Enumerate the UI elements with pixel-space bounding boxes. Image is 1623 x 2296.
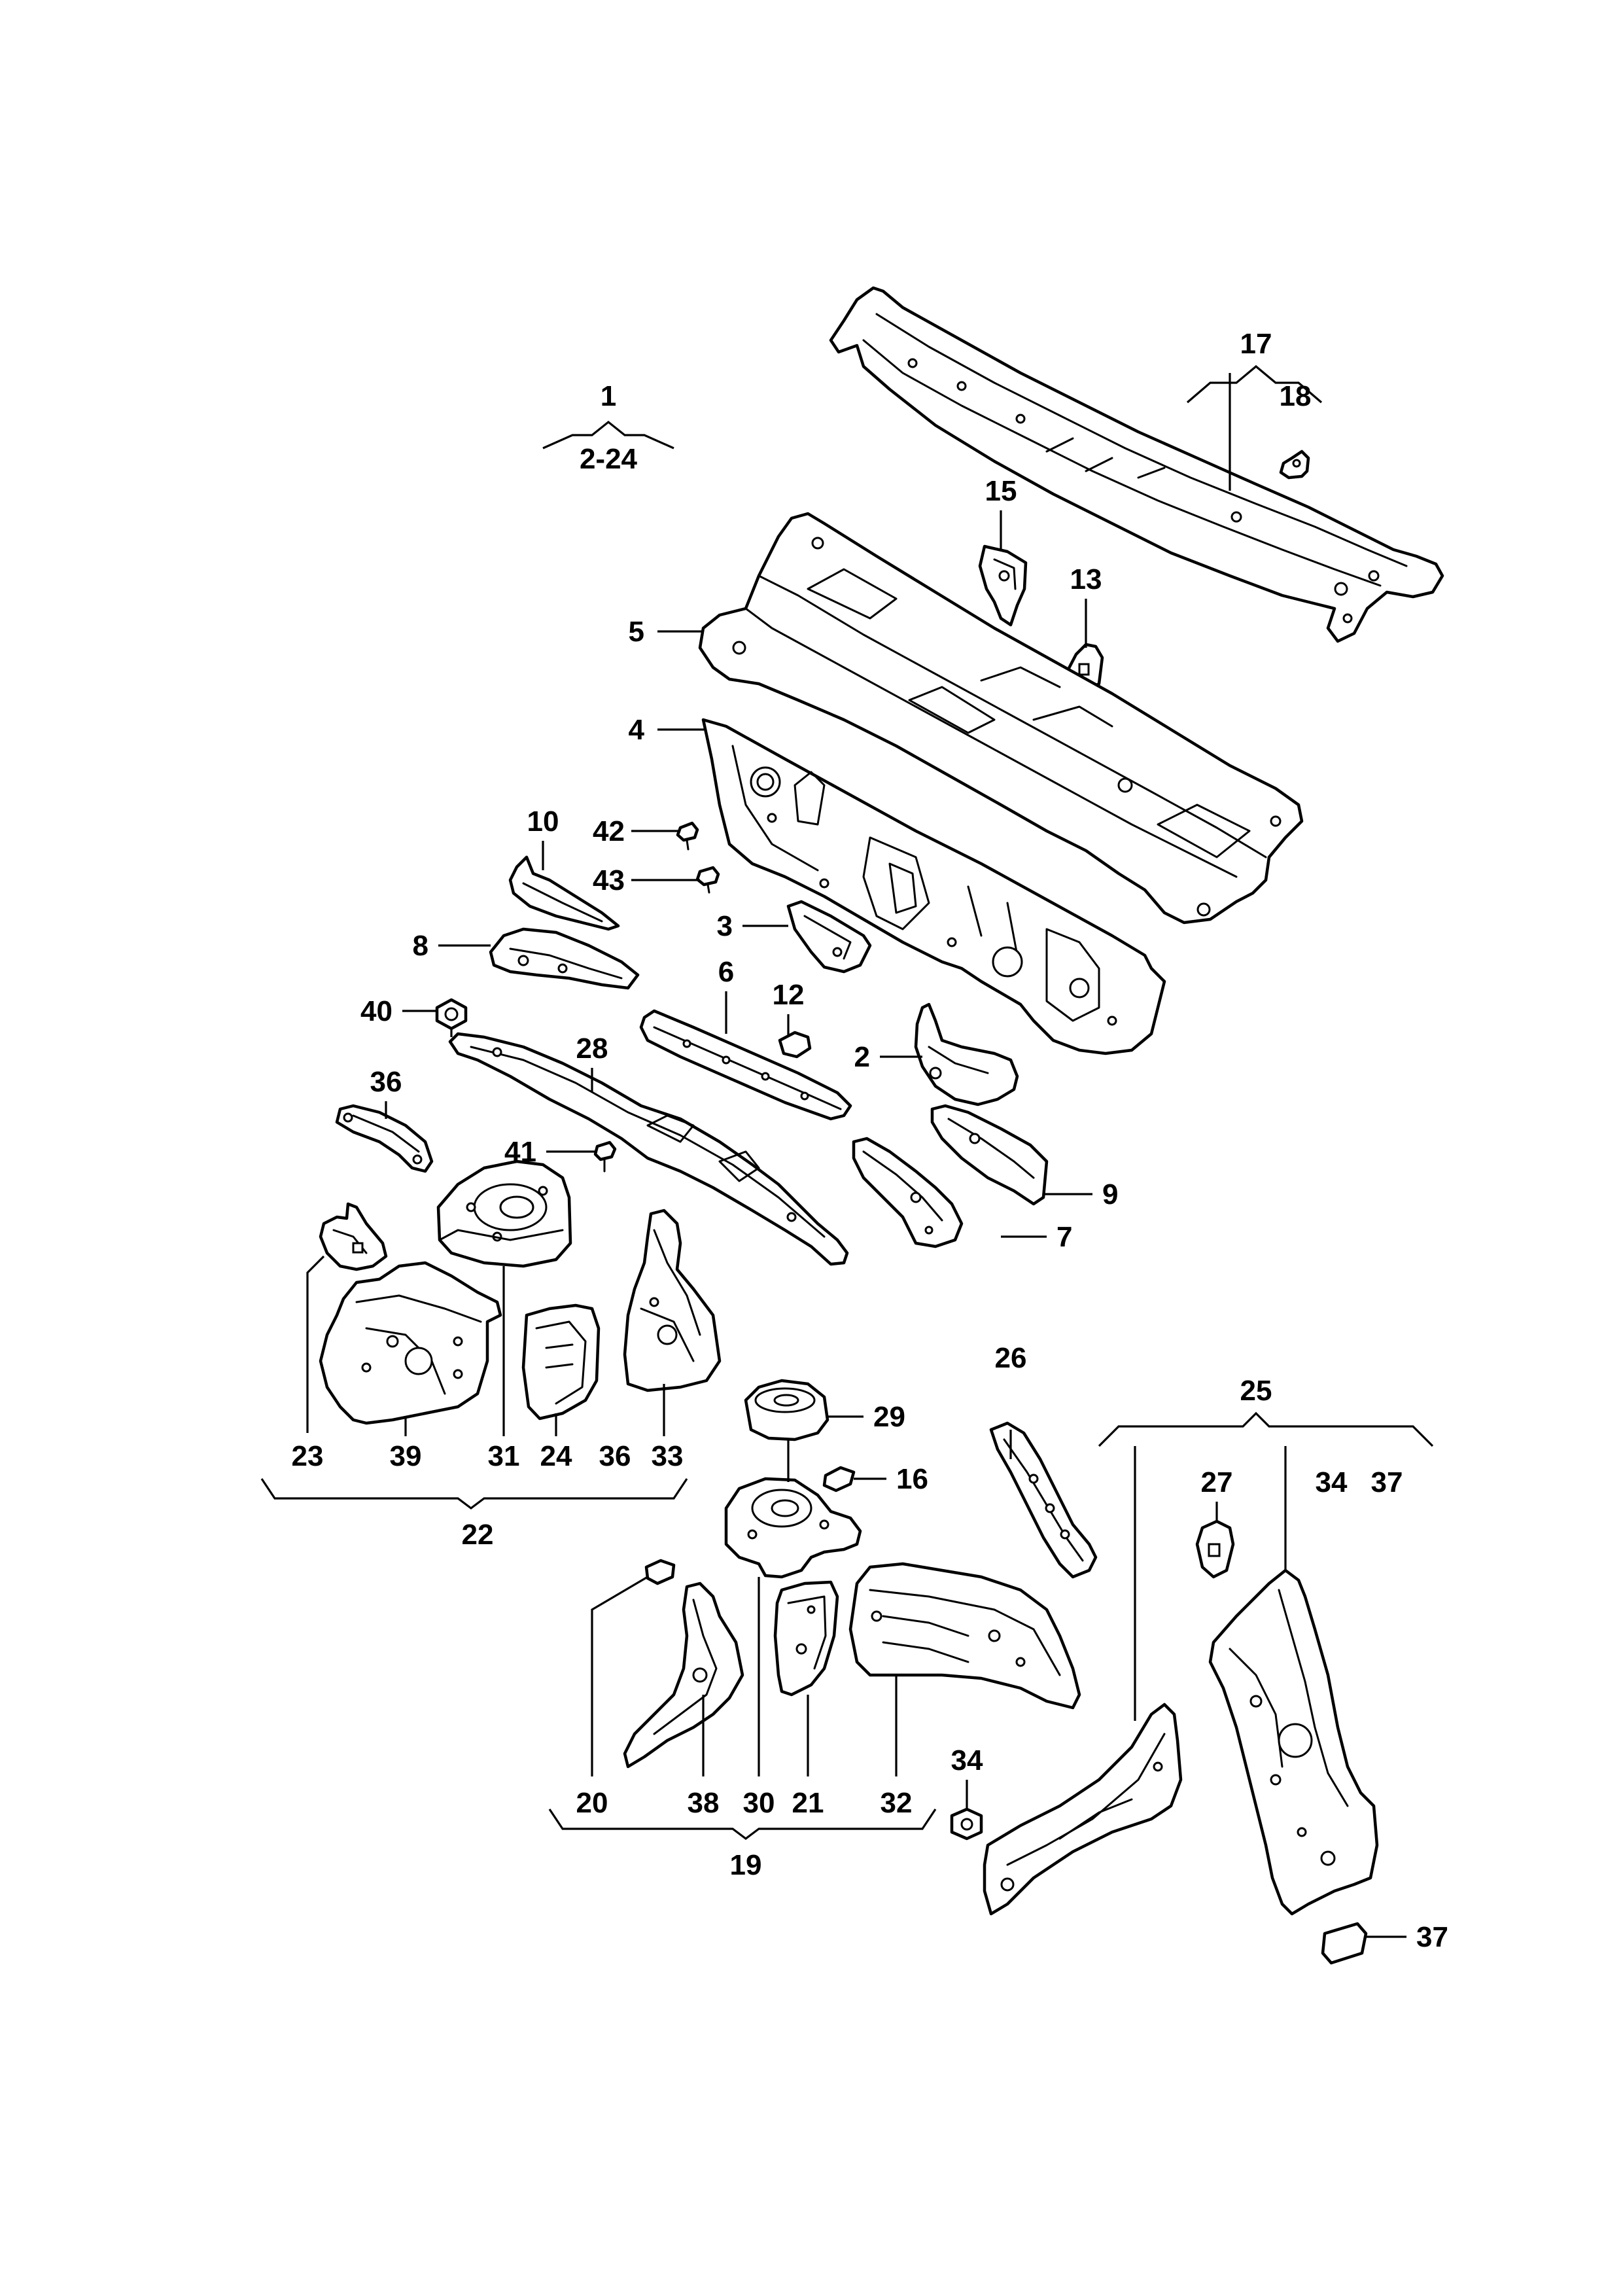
part-31-strut-mount bbox=[436, 1159, 572, 1268]
brace-25 bbox=[1098, 1411, 1434, 1447]
callout-15: 15 bbox=[985, 475, 1017, 507]
callout-1: 1 bbox=[601, 380, 616, 412]
brace-19 bbox=[548, 1809, 937, 1840]
callout-25: 25 bbox=[1240, 1375, 1272, 1407]
callout-22: 22 bbox=[462, 1519, 494, 1551]
callout-37-upper: 37 bbox=[1371, 1466, 1403, 1498]
callout-20: 20 bbox=[576, 1787, 608, 1819]
part-9-bracket bbox=[930, 1104, 1049, 1206]
callout-40: 40 bbox=[360, 995, 393, 1027]
brace-22 bbox=[260, 1478, 688, 1510]
callout-31: 31 bbox=[488, 1440, 520, 1472]
part-25-apron-panel-lower bbox=[983, 1703, 1183, 1916]
part-36-bracket-upper bbox=[335, 1104, 434, 1173]
part-10-bracket bbox=[508, 855, 620, 931]
part-17-cowl-cross-member bbox=[829, 286, 1444, 643]
part-2-bracket bbox=[914, 1002, 1019, 1106]
callout-17: 17 bbox=[1240, 328, 1272, 360]
callout-43: 43 bbox=[593, 864, 625, 896]
part-23-bracket bbox=[319, 1202, 388, 1271]
callout-7: 7 bbox=[1056, 1221, 1072, 1253]
part-32-panel bbox=[848, 1562, 1081, 1710]
callout-5: 5 bbox=[629, 616, 644, 648]
callout-34-upper: 34 bbox=[1316, 1466, 1348, 1498]
group-braces bbox=[260, 364, 1434, 1840]
part-5-cowl-panel bbox=[698, 512, 1304, 925]
callout-12: 12 bbox=[773, 979, 805, 1011]
brace-1 bbox=[542, 420, 674, 450]
part-21-reinforcement bbox=[773, 1580, 839, 1697]
part-3-bracket bbox=[786, 900, 872, 974]
callout-33: 33 bbox=[652, 1440, 684, 1472]
callout-2-24: 2-24 bbox=[580, 443, 638, 475]
part-34-nut bbox=[950, 1807, 983, 1841]
callout-42: 42 bbox=[593, 815, 625, 847]
part-6-channel bbox=[639, 1009, 852, 1121]
callout-23: 23 bbox=[292, 1440, 324, 1472]
part-4-firewall-panel bbox=[701, 718, 1166, 1055]
callout-2: 2 bbox=[854, 1041, 870, 1073]
callout-26: 26 bbox=[995, 1342, 1027, 1374]
brace-17 bbox=[1186, 364, 1323, 404]
part-28-cross-member bbox=[448, 1032, 849, 1266]
part-12-clip bbox=[778, 1031, 812, 1059]
callout-labels: 1 2-24 17 18 15 13 5 4 10 42 43 3 8 6 12… bbox=[292, 328, 1448, 1953]
callout-6: 6 bbox=[718, 956, 734, 988]
part-30-strut-tower bbox=[724, 1477, 862, 1579]
part-8-reinforcement bbox=[489, 927, 640, 990]
callout-18: 18 bbox=[1280, 380, 1312, 412]
part-39-wheelhouse-panel bbox=[319, 1261, 502, 1425]
part-20-clip bbox=[644, 1559, 676, 1585]
callout-21: 21 bbox=[792, 1787, 824, 1819]
callout-19: 19 bbox=[730, 1849, 762, 1881]
part-27-clip bbox=[1195, 1519, 1235, 1579]
part-25-apron-panel-upper bbox=[1208, 1568, 1379, 1916]
part-42-plug bbox=[676, 821, 699, 851]
callout-4: 4 bbox=[629, 714, 645, 746]
callout-37-lower: 37 bbox=[1416, 1921, 1448, 1953]
callout-9: 9 bbox=[1102, 1178, 1118, 1210]
callout-29: 29 bbox=[873, 1401, 905, 1433]
part-29-pad bbox=[744, 1379, 829, 1441]
part-41-bolt bbox=[593, 1140, 617, 1173]
part-37-clip bbox=[1321, 1922, 1368, 1965]
leader-lines bbox=[306, 373, 1406, 1938]
callout-36-lower: 36 bbox=[599, 1440, 631, 1472]
callout-28: 28 bbox=[576, 1033, 608, 1065]
part-38-bracket bbox=[623, 1581, 744, 1769]
callout-8: 8 bbox=[413, 930, 428, 962]
part-40-nut bbox=[435, 998, 468, 1031]
callout-38: 38 bbox=[688, 1787, 720, 1819]
callout-41: 41 bbox=[504, 1136, 536, 1168]
callout-27: 27 bbox=[1201, 1466, 1233, 1498]
callout-34-lower: 34 bbox=[951, 1744, 983, 1776]
part-43-plug bbox=[695, 866, 720, 894]
part-24-reinforcement bbox=[521, 1303, 601, 1421]
part-16-clip bbox=[822, 1466, 856, 1492]
callout-16: 16 bbox=[896, 1463, 928, 1495]
callout-3: 3 bbox=[717, 910, 733, 942]
callout-10: 10 bbox=[527, 805, 559, 838]
callout-13: 13 bbox=[1070, 563, 1102, 595]
callout-36-upper: 36 bbox=[370, 1066, 402, 1098]
part-7-bracket bbox=[852, 1137, 964, 1248]
part-18-small-bracket bbox=[1279, 450, 1310, 480]
callout-30: 30 bbox=[743, 1787, 775, 1819]
callout-32: 32 bbox=[881, 1787, 913, 1819]
part-15-bracket bbox=[978, 544, 1028, 627]
part-26-rail bbox=[989, 1421, 1098, 1579]
callout-24: 24 bbox=[540, 1440, 572, 1472]
callout-39: 39 bbox=[390, 1440, 422, 1472]
part-33-panel bbox=[623, 1209, 722, 1392]
